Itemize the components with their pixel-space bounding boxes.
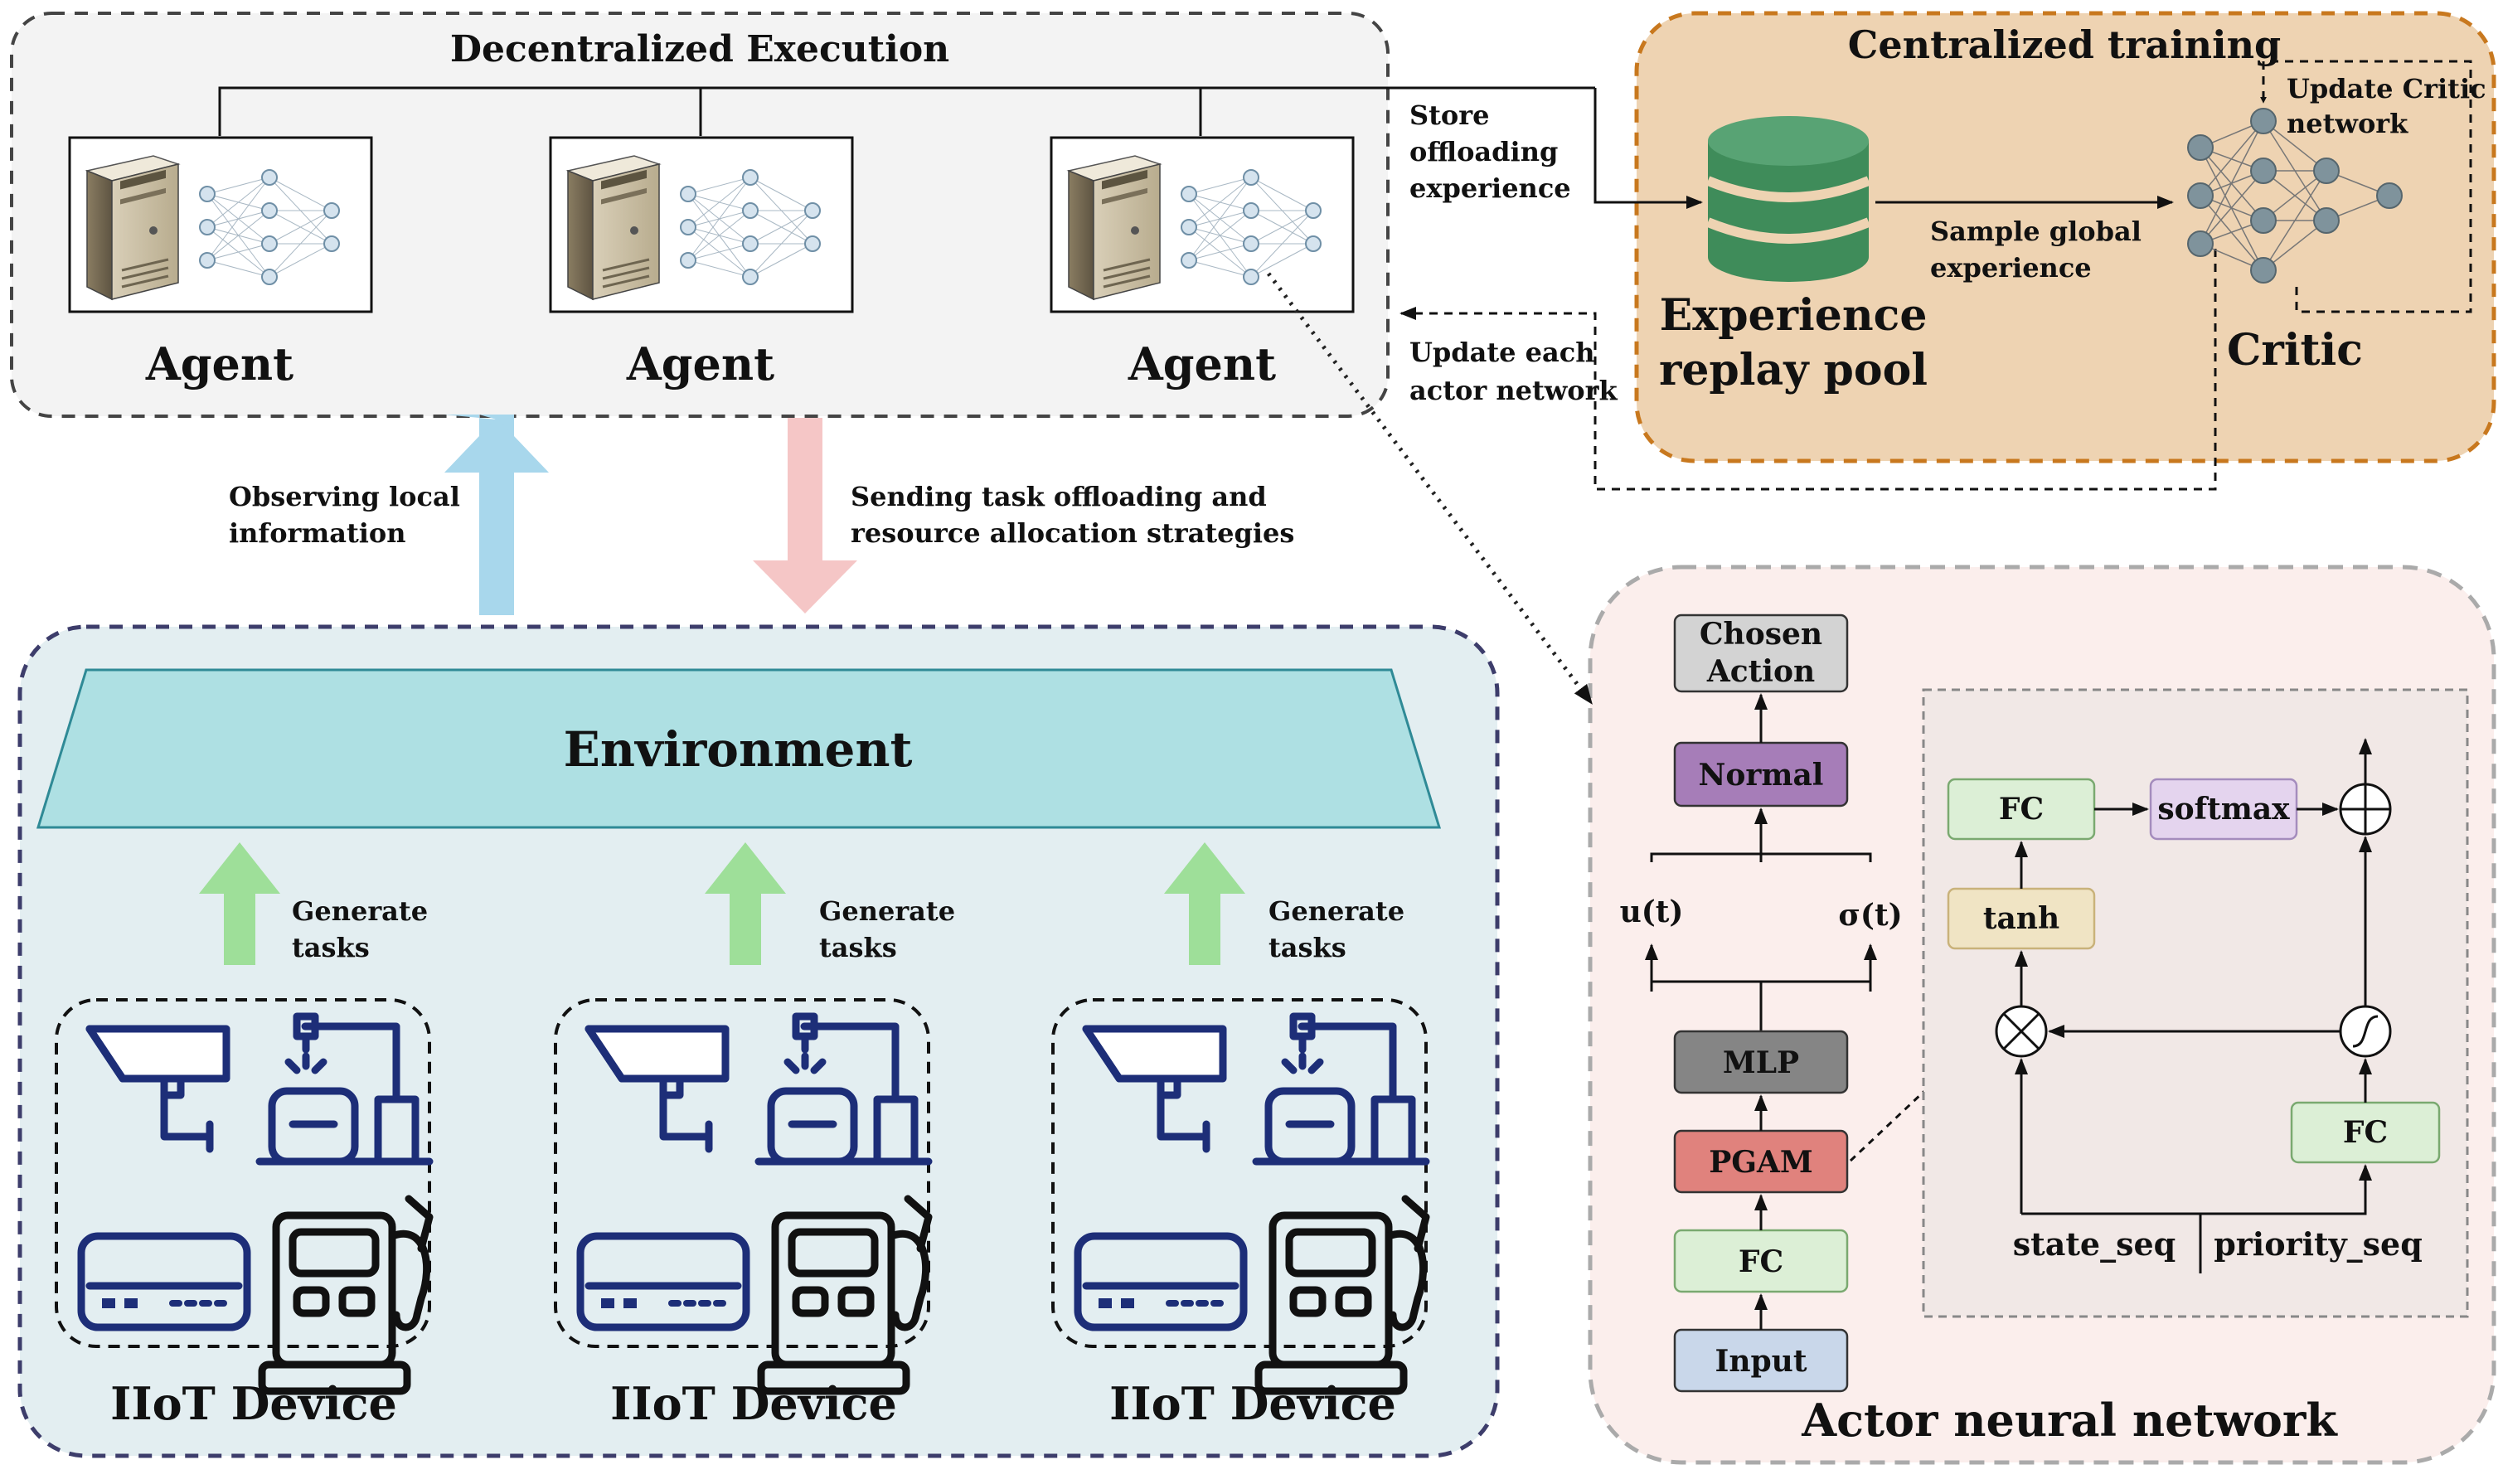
pgam-label: PGAM [1709, 1145, 1813, 1180]
sigmoid-node [2339, 1005, 2392, 1058]
pool-label-2: replay pool [1659, 345, 1928, 395]
generate-label-2b: tasks [819, 932, 897, 963]
store-label-1: Store [1409, 99, 1489, 131]
store-label-2: offloading [1409, 136, 1558, 167]
sample-label-2: experience [1930, 252, 2092, 284]
update-critic-label-2: network [2287, 108, 2408, 139]
detail-tanh-label: tanh [1983, 901, 2059, 936]
agent-2 [549, 136, 854, 313]
agent-label-2: Agent [626, 337, 774, 390]
generate-label-1b: tasks [292, 932, 370, 963]
store-experience-arrow [1593, 88, 1703, 209]
sigma-label: σ(t) [1838, 898, 1902, 933]
iiot-label-1: IIoT Device [110, 1377, 397, 1430]
update-actor-label-2: actor network [1409, 375, 1618, 406]
critic-network-icon [2187, 108, 2403, 284]
chosen-action-box [1673, 613, 1849, 693]
update-critic-loop [2260, 60, 2472, 313]
iiot-group-1 [55, 998, 429, 1391]
chosen-action-label-2: Action [1706, 654, 1815, 689]
centralized-panel [1634, 11, 2496, 463]
agent-bus-line [218, 86, 1202, 136]
generate-arrow-1 [199, 842, 280, 965]
agent-label-3: Agent [1128, 337, 1276, 390]
generate-arrow-3 [1164, 842, 1245, 965]
agent-3 [1050, 136, 1355, 313]
priority-seq-label: priority_seq [2214, 1225, 2423, 1263]
fc-label: FC [1739, 1244, 1783, 1279]
iiot-group-2 [554, 998, 929, 1391]
detail-fc-top-label: FC [1999, 792, 2044, 827]
normal-label: Normal [1699, 758, 1824, 793]
observe-label-1: Observing local [229, 481, 460, 512]
store-label-3: experience [1409, 172, 1571, 204]
environment-label: Environment [564, 721, 913, 778]
observe-label-2: information [229, 517, 406, 549]
observe-arrow [444, 418, 549, 615]
generate-label-3b: tasks [1268, 932, 1346, 963]
iiot-group-3 [1051, 998, 1426, 1391]
send-label-2: resource allocation strategies [851, 517, 1294, 549]
actor-title: Actor neural network [1801, 1394, 2338, 1447]
u-label: u(t) [1620, 895, 1684, 929]
centralized-title: Centralized training [1848, 22, 2281, 67]
agent-1 [68, 136, 373, 313]
generate-label-2a: Generate [819, 895, 955, 927]
add-node [2339, 783, 2392, 836]
mlp-box [1673, 1030, 1849, 1094]
sample-label-1: Sample global [1930, 216, 2142, 247]
send-arrow [753, 418, 857, 613]
critic-label: Critic [2227, 325, 2363, 376]
agent-label-1: Agent [145, 337, 293, 390]
database-icon [1705, 116, 1871, 282]
multiply-node [1995, 1005, 2048, 1058]
chosen-action-label-1: Chosen [1700, 617, 1822, 652]
environment-block [36, 668, 1442, 829]
update-critic-label-1: Update Critic [2287, 73, 2486, 104]
pool-label-1: Experience [1660, 290, 1928, 341]
decentralized-title: Decentralized Execution [450, 28, 949, 70]
update-actor-label-1: Update each [1409, 337, 1595, 368]
state-seq-label: state_seq [2013, 1225, 2176, 1263]
iiot-label-2: IIoT Device [610, 1377, 897, 1430]
input-label: Input [1715, 1344, 1807, 1379]
generate-arrow-2 [705, 842, 786, 965]
generate-label-3a: Generate [1268, 895, 1404, 927]
mlp-label: MLP [1723, 1045, 1799, 1080]
generate-label-1a: Generate [292, 895, 428, 927]
iiot-label-3: IIoT Device [1109, 1377, 1396, 1430]
detail-softmax-label: softmax [2157, 792, 2290, 827]
detail-fc-bottom-label: FC [2343, 1115, 2388, 1150]
send-label-1: Sending task offloading and [851, 481, 1267, 512]
